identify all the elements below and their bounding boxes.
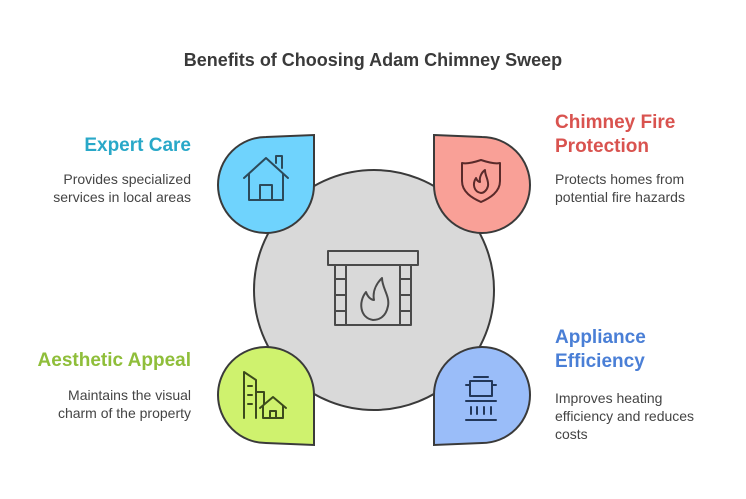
diagram-title: Benefits of Choosing Adam Chimney Sweep bbox=[183, 50, 563, 70]
expert-care-blob bbox=[217, 133, 315, 234]
expert-care-desc-line-1: Provides specialized bbox=[63, 171, 191, 187]
expert-care-desc: Provides specialized services in local a… bbox=[20, 170, 191, 206]
appliance-efficiency-label-line-1: Appliance bbox=[555, 327, 646, 348]
appliance-efficiency-desc-line-1: Improves heating bbox=[555, 390, 663, 406]
aesthetic-appeal-blob bbox=[217, 346, 315, 447]
fire-protection-desc-line-2: potential fire hazards bbox=[555, 189, 685, 205]
aesthetic-appeal-desc-line-2: charm of the property bbox=[57, 405, 191, 421]
fireplace-icon bbox=[327, 250, 419, 326]
fire-protection-label: Chimney Fire Protection bbox=[555, 111, 735, 159]
stove-pot-icon bbox=[465, 376, 497, 421]
aesthetic-appeal-label: Aesthetic Appeal bbox=[37, 350, 191, 371]
house-icon bbox=[243, 155, 289, 201]
aesthetic-appeal-desc-line-1: Maintains the visual bbox=[68, 387, 191, 403]
fire-protection-label-line-1: Chimney Fire bbox=[555, 112, 676, 133]
fire-protection-desc: Protects homes from potential fire hazar… bbox=[555, 170, 735, 206]
expert-care-label: Expert Care bbox=[84, 135, 191, 156]
aesthetic-appeal-desc: Maintains the visual charm of the proper… bbox=[20, 386, 191, 422]
fire-protection-blob bbox=[433, 133, 531, 234]
buildings-icon bbox=[243, 371, 287, 419]
appliance-efficiency-label-line-2: Efficiency bbox=[555, 351, 645, 372]
appliance-efficiency-label: Appliance Efficiency bbox=[555, 326, 735, 374]
fire-protection-desc-line-1: Protects homes from bbox=[555, 171, 685, 187]
expert-care-desc-line-2: services in local areas bbox=[53, 189, 191, 205]
shield-fire-icon bbox=[461, 159, 501, 203]
appliance-efficiency-desc: Improves heating efficiency and reduces … bbox=[555, 389, 740, 443]
appliance-efficiency-desc-line-3: costs bbox=[555, 426, 588, 442]
fire-protection-label-line-2: Protection bbox=[555, 136, 649, 157]
appliance-efficiency-desc-line-2: efficiency and reduces bbox=[555, 408, 695, 424]
